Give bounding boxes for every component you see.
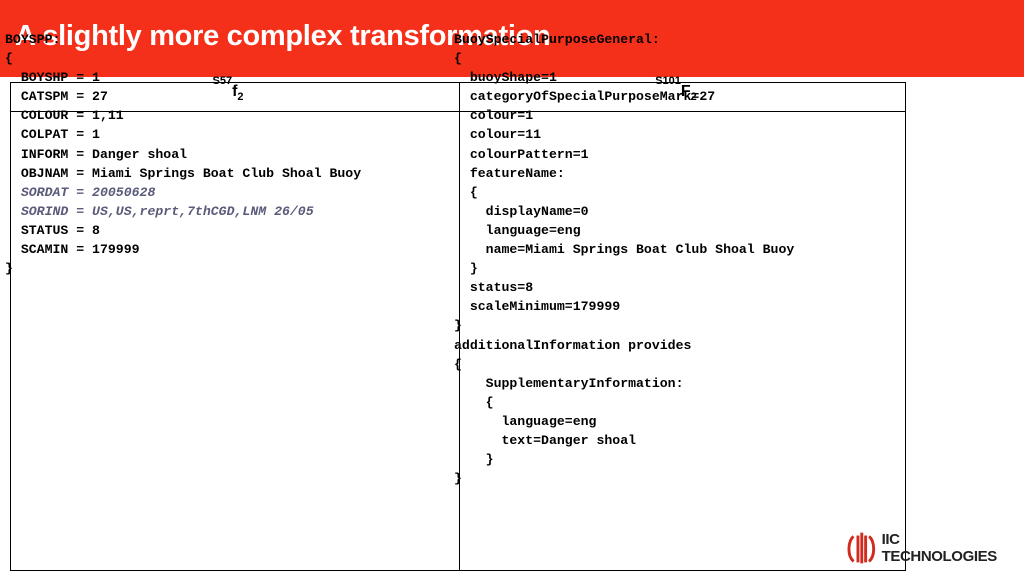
s101-code-line: featureName:	[454, 165, 565, 181]
s101-code-line: {	[454, 394, 494, 410]
header-divider	[11, 111, 905, 112]
s101-code-line: colour=1	[454, 108, 534, 124]
s101-code-line: {	[454, 356, 462, 372]
s57-code-line: SORIND = US,US,reprt,7thCGD,LNM 26/05	[5, 203, 314, 219]
s57-code-line: INFORM = Danger shoal	[5, 146, 188, 162]
s101-code-line: additionalInformation provides	[454, 337, 692, 353]
logo-text: IIC TECHNOLOGIES	[881, 531, 998, 565]
s101-code-line: colourPattern=1	[454, 146, 589, 162]
s101-code-line: SupplementaryInformation:	[454, 375, 684, 391]
s57-code-line: SCAMIN = 179999	[5, 242, 140, 258]
s101-code-line: text=Danger shoal	[454, 432, 637, 448]
comparison-table: S57f2 S101F2	[10, 75, 906, 571]
s101-code-block: BuoySpecialPurposeGeneral:{ buoyShape=1 …	[454, 30, 794, 488]
s101-code-line: }	[454, 318, 462, 334]
s101-code-line: language=eng	[454, 413, 597, 429]
right-header-base: S101	[655, 75, 681, 87]
s101-code-line: }	[454, 261, 478, 277]
s101-code-line: }	[454, 452, 494, 468]
s57-code-line: }	[5, 261, 13, 277]
right-header-subscript: 2	[690, 91, 697, 103]
left-header-base: S57	[212, 75, 233, 87]
s101-code-line: status=8	[454, 280, 534, 296]
s57-code-line: COLPAT = 1	[5, 127, 100, 143]
left-header-function: f	[232, 83, 238, 100]
s101-code-line: {	[454, 184, 478, 200]
s57-code-block: BOYSPP: { BOYSHP = 1 CATSPM = 27 COLOUR =…	[5, 30, 361, 278]
s101-code-line: categoryOfSpecialPurposeMark=27	[454, 89, 716, 105]
s57-code-line: OBJNAM = Miami Springs Boat Club Shoal B…	[5, 165, 362, 181]
s101-code-line: {	[454, 51, 462, 67]
column-divider	[459, 83, 460, 570]
left-column-header: S57f2	[11, 75, 459, 111]
s101-code-line: displayName=0	[454, 203, 589, 219]
iic-logo-icon	[847, 532, 876, 564]
s57-code-line: SORDAT = 20050628	[5, 184, 156, 200]
s57-code-line: STATUS = 8	[5, 222, 100, 238]
title-banner: A slightly more complex transformation	[0, 0, 1024, 77]
s101-code-line: colour=11	[454, 127, 542, 143]
s101-code-line: buoyShape=1	[454, 70, 557, 86]
s57-code-line: BOYSPP:	[5, 32, 61, 47]
s101-code-line: name=Miami Springs Boat Club Shoal Buoy	[454, 242, 795, 258]
left-header-subscript: 2	[237, 91, 244, 103]
s57-code-line: {	[5, 51, 13, 67]
right-column-header: S101F2	[460, 75, 906, 111]
company-logo: IIC TECHNOLOGIES	[845, 528, 1013, 568]
right-header-function: F	[680, 83, 691, 100]
s101-code-line: BuoySpecialPurposeGeneral:	[454, 32, 660, 47]
s57-code-line: CATSPM = 27	[5, 89, 108, 105]
s57-code-line: BOYSHP = 1	[5, 70, 100, 86]
s101-code-line: }	[454, 471, 462, 487]
s101-code-line: language=eng	[454, 222, 581, 238]
page-title: A slightly more complex transformation	[15, 20, 551, 52]
s101-code-line: scaleMinimum=179999	[454, 299, 621, 315]
s57-code-line: COLOUR = 1,11	[5, 108, 124, 124]
